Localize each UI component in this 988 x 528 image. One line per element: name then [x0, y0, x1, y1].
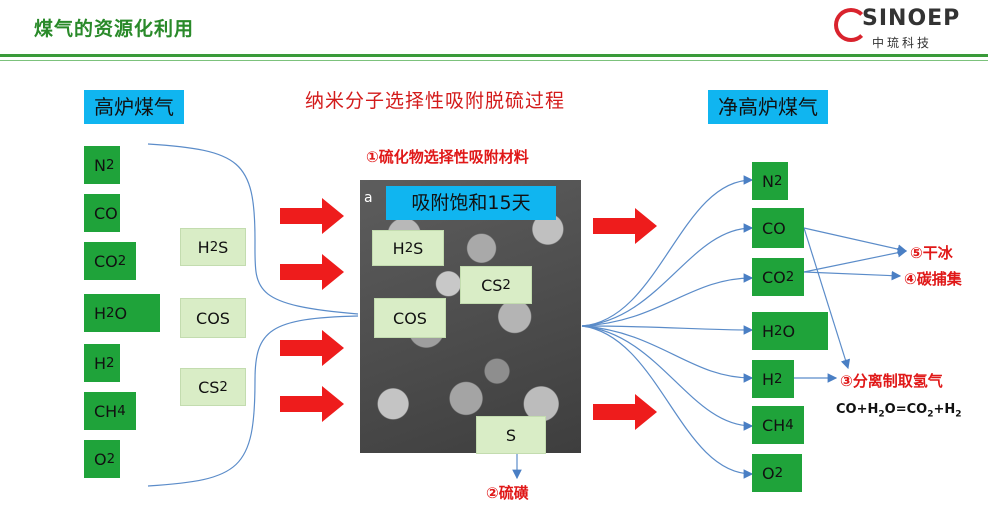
output-hydrogen: ③分离制取氢气	[840, 372, 943, 390]
output-dry-ice: ⑤干冰	[910, 244, 953, 262]
shift-reaction-equation: CO+H2O=CO2+H2	[836, 402, 962, 420]
left-header: 高炉煤气	[84, 90, 184, 124]
right-header: 净高炉煤气	[708, 90, 828, 124]
output-carbon-capture: ④碳捕集	[904, 270, 962, 288]
adsorbent-label: ①硫化物选择性吸附材料	[366, 148, 529, 166]
logo-subtext: 中琉科技	[872, 36, 933, 50]
left-gas-co: CO	[84, 194, 120, 232]
right-gas-co: CO	[752, 208, 804, 248]
logo-ring-icon	[834, 8, 868, 42]
page-title: 煤气的资源化利用	[34, 18, 195, 40]
output-sulfur: ②硫磺	[486, 484, 529, 502]
photo-caption: 吸附饱和15天	[386, 186, 556, 220]
process-title: 纳米分子选择性吸附脱硫过程	[305, 90, 566, 112]
company-logo: SINOEP 中琉科技	[832, 4, 982, 54]
photo-letter: a	[364, 190, 373, 206]
sulfur-species-cos: COS	[180, 298, 246, 338]
photo-label-cos: COS	[374, 298, 446, 338]
header-rule	[0, 54, 988, 57]
photo-label-s: S	[476, 416, 546, 454]
header-rule-thin	[0, 60, 988, 61]
logo-text: SINOEP	[862, 6, 961, 31]
